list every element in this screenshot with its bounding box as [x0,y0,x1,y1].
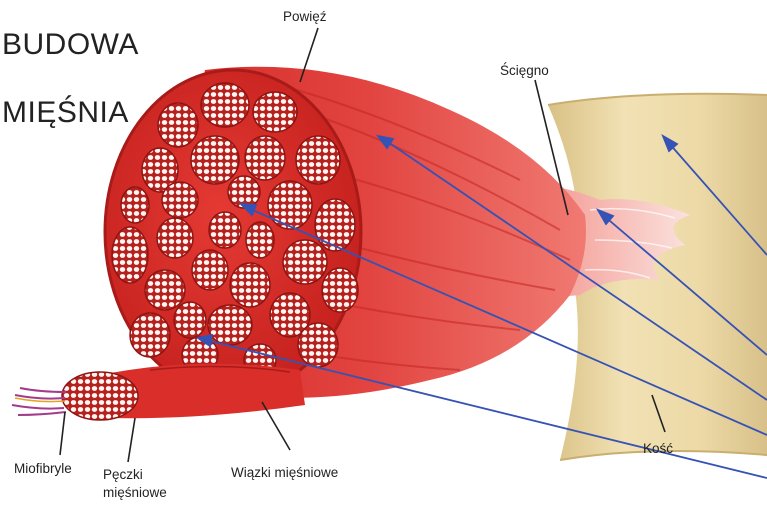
bundles-leader [128,418,135,462]
label-fascia: Powięź [283,8,327,25]
label-bundles-line1: Pęczki [103,466,143,483]
myofibrils-leader [60,412,65,455]
diagram-title: BUDOWA MIĘŚNIA [2,0,139,164]
label-bundles-line2: mięśniowe [103,484,167,501]
muscle-cross-section [105,70,361,394]
diagram-title-line1: BUDOWA [2,28,139,62]
label-myofibrils: Miofibryle [14,460,72,477]
muscle-fiber-bundles [12,364,305,420]
label-tendon: Ścięgno [500,62,549,79]
label-fibers: Wiązki mięśniowe [231,464,338,481]
fibers-leader [262,402,290,450]
diagram-title-line2: MIĘŚNIA [2,96,139,130]
label-bone: Kość [643,440,673,457]
